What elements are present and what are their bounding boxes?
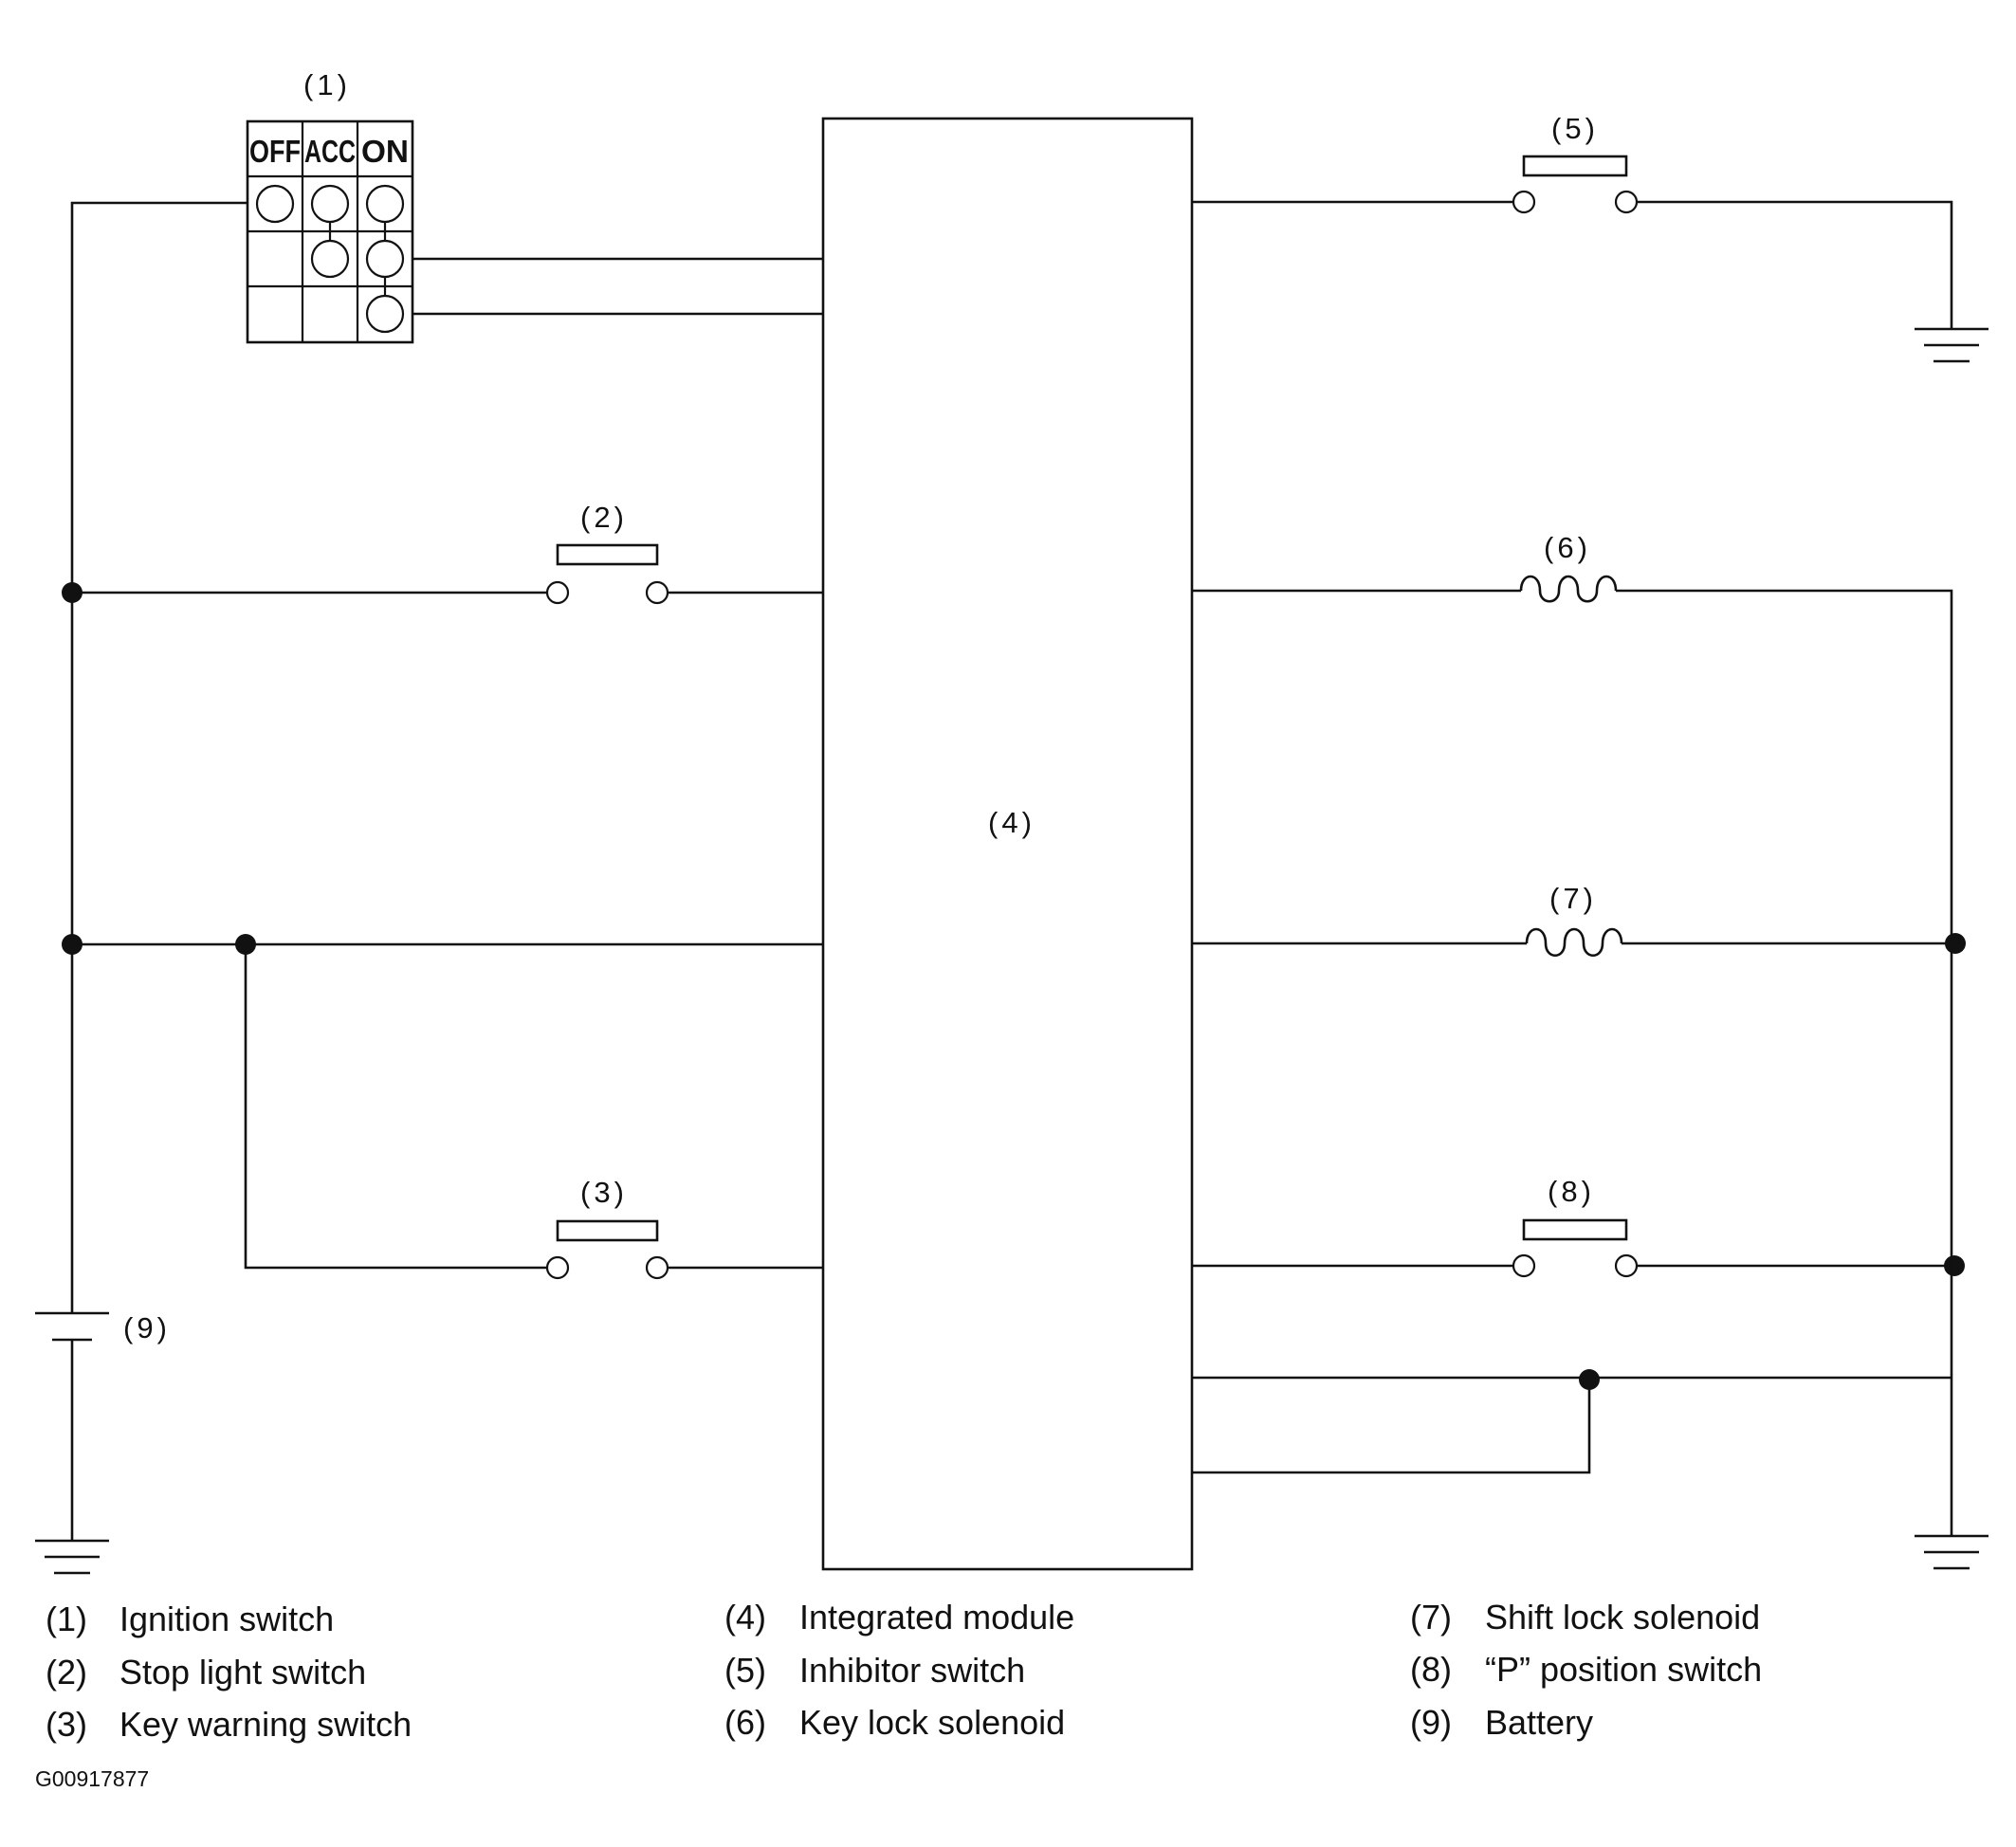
label-battery: (9) — [123, 1311, 171, 1344]
integrated-module-box — [821, 117, 1194, 1571]
legend-text-3: Key warning switch — [119, 1705, 412, 1744]
legend-text-7: Shift lock solenoid — [1485, 1598, 1760, 1637]
legend-text-8: “P” position switch — [1485, 1650, 1762, 1689]
inhibitor-switch: (5) — [1192, 112, 1989, 363]
label-key-warning: (3) — [580, 1176, 628, 1209]
legend-text-1: Ignition switch — [119, 1600, 334, 1638]
legend-text-2: Stop light switch — [119, 1653, 366, 1692]
p-position-switch: (8) — [1192, 1175, 1965, 1278]
figure-code: G00917877 — [35, 1766, 149, 1791]
label-module: (4) — [988, 806, 1035, 839]
legend-text-9: Battery — [1485, 1703, 1593, 1742]
legend-num-6: (6) — [724, 1703, 766, 1742]
ignition-header-off: OFF — [249, 134, 301, 169]
key-warning-switch: (3) — [545, 1176, 823, 1280]
shift-lock-solenoid: (7) — [1192, 882, 1966, 958]
legend-num-2: (2) — [46, 1653, 87, 1692]
legend-num-7: (7) — [1410, 1598, 1452, 1637]
right-ground-rail — [1192, 944, 1989, 1570]
legend-text-5: Inhibitor switch — [799, 1651, 1025, 1690]
label-shift-lock: (7) — [1549, 882, 1597, 915]
label-p-position: (8) — [1548, 1175, 1595, 1208]
legend-text-4: Integrated module — [799, 1598, 1074, 1637]
key-lock-solenoid: (6) — [1192, 531, 1953, 944]
label-key-lock: (6) — [1544, 531, 1591, 564]
legend-num-1: (1) — [46, 1600, 87, 1638]
label-stop-light: (2) — [580, 501, 628, 534]
label-ignition: (1) — [303, 68, 351, 101]
ignition-header-acc: ACC — [304, 134, 356, 169]
legend-num-9: (9) — [1410, 1703, 1452, 1742]
ignition-header-on: ON — [361, 134, 409, 169]
legend-num-8: (8) — [1410, 1650, 1452, 1689]
stop-light-switch: (2) — [72, 501, 823, 605]
legend-text-6: Key lock solenoid — [799, 1703, 1065, 1742]
left-power-rail — [35, 201, 247, 1575]
legend-num-3: (3) — [46, 1705, 87, 1744]
legend: (1) Ignition switch (2) Stop light switc… — [46, 1598, 1762, 1744]
label-inhibitor: (5) — [1551, 112, 1599, 145]
legend-num-4: (4) — [724, 1598, 766, 1637]
legend-num-5: (5) — [724, 1651, 766, 1690]
ignition-switch: (1) OFF ACC ON — [246, 68, 414, 344]
